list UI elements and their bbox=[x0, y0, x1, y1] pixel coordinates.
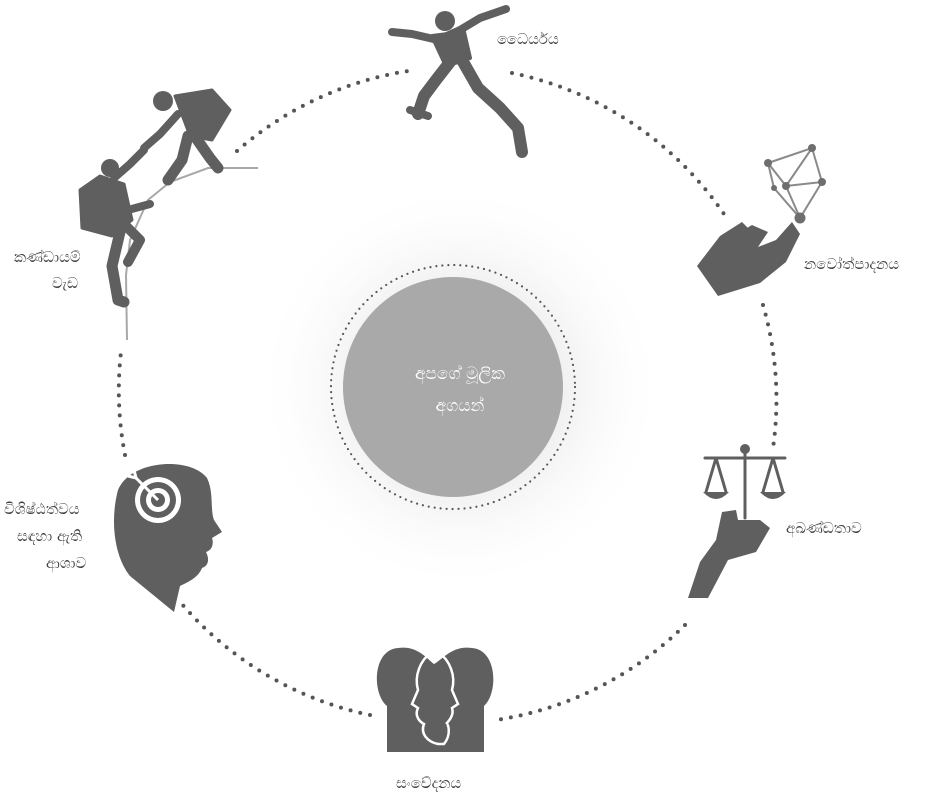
label-excellence-line3: ආශාව bbox=[46, 554, 87, 572]
label-integrity: අඛණ්ඩතාව bbox=[786, 519, 862, 537]
label-teamwork-line1: කණ්ඩායම් bbox=[14, 248, 81, 266]
label-teamwork-line2: වැඩ bbox=[52, 274, 79, 292]
ring-arc-innovation-integrity bbox=[761, 303, 779, 450]
climbers-helping-icon bbox=[78, 88, 258, 341]
ring-arc-empathy-excellence bbox=[179, 601, 372, 717]
ring-arc-excellence-teamwork bbox=[116, 350, 127, 457]
ring-arc-integrity-empathy bbox=[494, 623, 687, 722]
center-title-line2: අගයන් bbox=[435, 396, 485, 416]
inner-dotted-ring bbox=[329, 263, 577, 511]
label-empathy: සංවේදනය bbox=[396, 774, 462, 792]
center-circle bbox=[343, 277, 563, 497]
label-excellence-line2: සඳහා ඇති bbox=[17, 527, 83, 545]
outer-dotted-ring bbox=[116, 69, 779, 722]
ring-arc-teamwork-courage bbox=[235, 69, 410, 153]
hand-scales-icon bbox=[688, 444, 787, 598]
two-faces-icon bbox=[376, 647, 494, 752]
label-courage: ධෛර්යය bbox=[497, 30, 559, 48]
hand-network-icon bbox=[697, 144, 826, 296]
label-innovation: නවෝත්පාදනය bbox=[804, 255, 900, 273]
head-target-icon bbox=[114, 464, 222, 612]
ring-arc-courage-innovation bbox=[510, 71, 726, 216]
jumping-person-icon bbox=[388, 5, 528, 158]
label-excellence-line1: විශිෂ්ඨත්වය bbox=[4, 500, 80, 518]
center-title-line1: අපගේ මූලික bbox=[414, 364, 506, 384]
